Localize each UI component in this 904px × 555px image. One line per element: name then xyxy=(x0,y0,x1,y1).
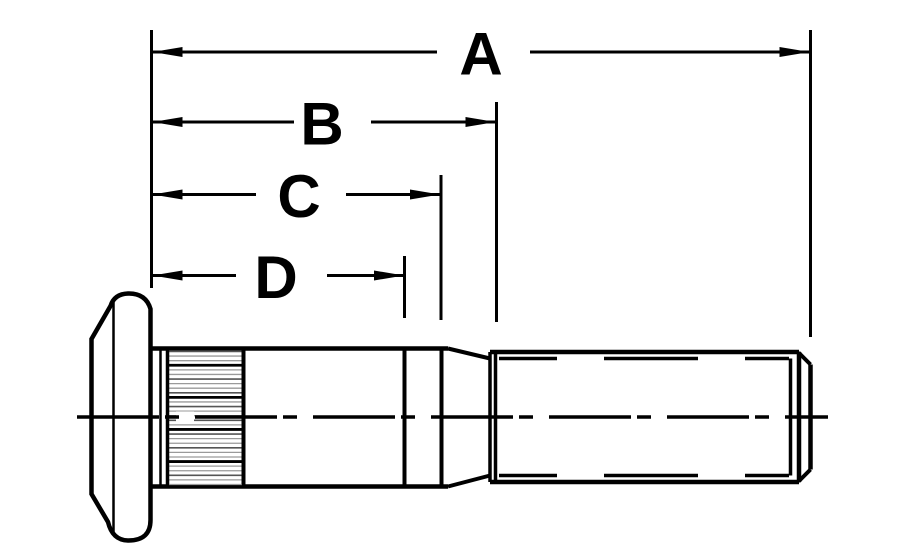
centerline-gap-mask xyxy=(176,411,194,423)
dim-b-arrow-right xyxy=(465,117,496,127)
dimension-a: A xyxy=(152,21,810,88)
dim-b-arrow-left xyxy=(152,117,183,127)
dimension-c: C xyxy=(152,163,440,230)
dim-b-label: B xyxy=(300,91,343,158)
dimension-d: D xyxy=(152,244,404,311)
dim-d-arrow-left xyxy=(152,270,183,281)
dim-c-label: C xyxy=(277,163,320,230)
dim-d-label: D xyxy=(254,244,297,311)
dim-a-label: A xyxy=(459,21,502,88)
dimension-b: B xyxy=(152,91,496,158)
wheel-stud xyxy=(77,291,828,543)
dim-c-arrow-right xyxy=(410,189,440,200)
dim-d-arrow-right xyxy=(374,270,404,281)
chamfer-bottom-line xyxy=(797,468,812,483)
taper-top-line xyxy=(447,346,491,361)
dim-c-arrow-left xyxy=(152,189,183,200)
chamfer-top-line xyxy=(797,351,812,366)
extension-lines xyxy=(150,30,812,337)
taper-bottom-line xyxy=(447,473,491,489)
dim-a-arrow-right xyxy=(779,47,810,57)
knurl-striations xyxy=(169,350,242,486)
dim-a-arrow-left xyxy=(152,47,183,57)
thread-runout-taper xyxy=(447,346,491,489)
